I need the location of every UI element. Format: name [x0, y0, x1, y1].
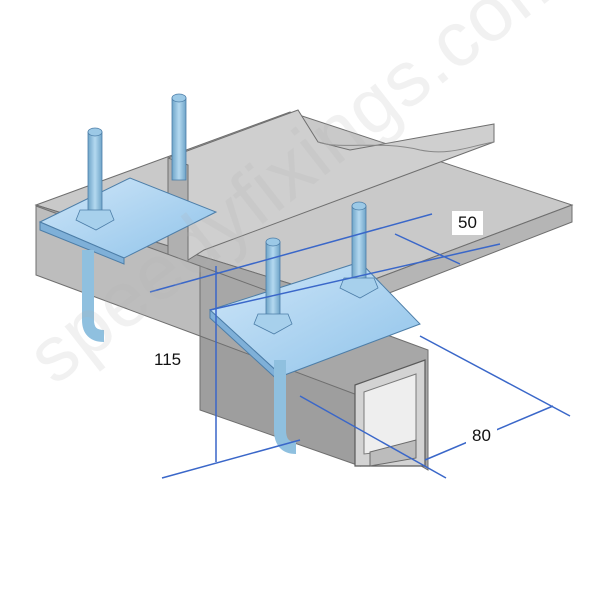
channel-profile [354, 359, 426, 467]
bolt-right-back [339, 201, 379, 299]
bolt-left-back [171, 93, 187, 181]
bolt-right-front [253, 237, 297, 454]
bolt-left-front [75, 127, 115, 342]
dimension-label-50: 50 [452, 211, 483, 235]
dimension-label-80: 80 [466, 424, 497, 448]
dimension-label-115: 115 [148, 348, 188, 372]
